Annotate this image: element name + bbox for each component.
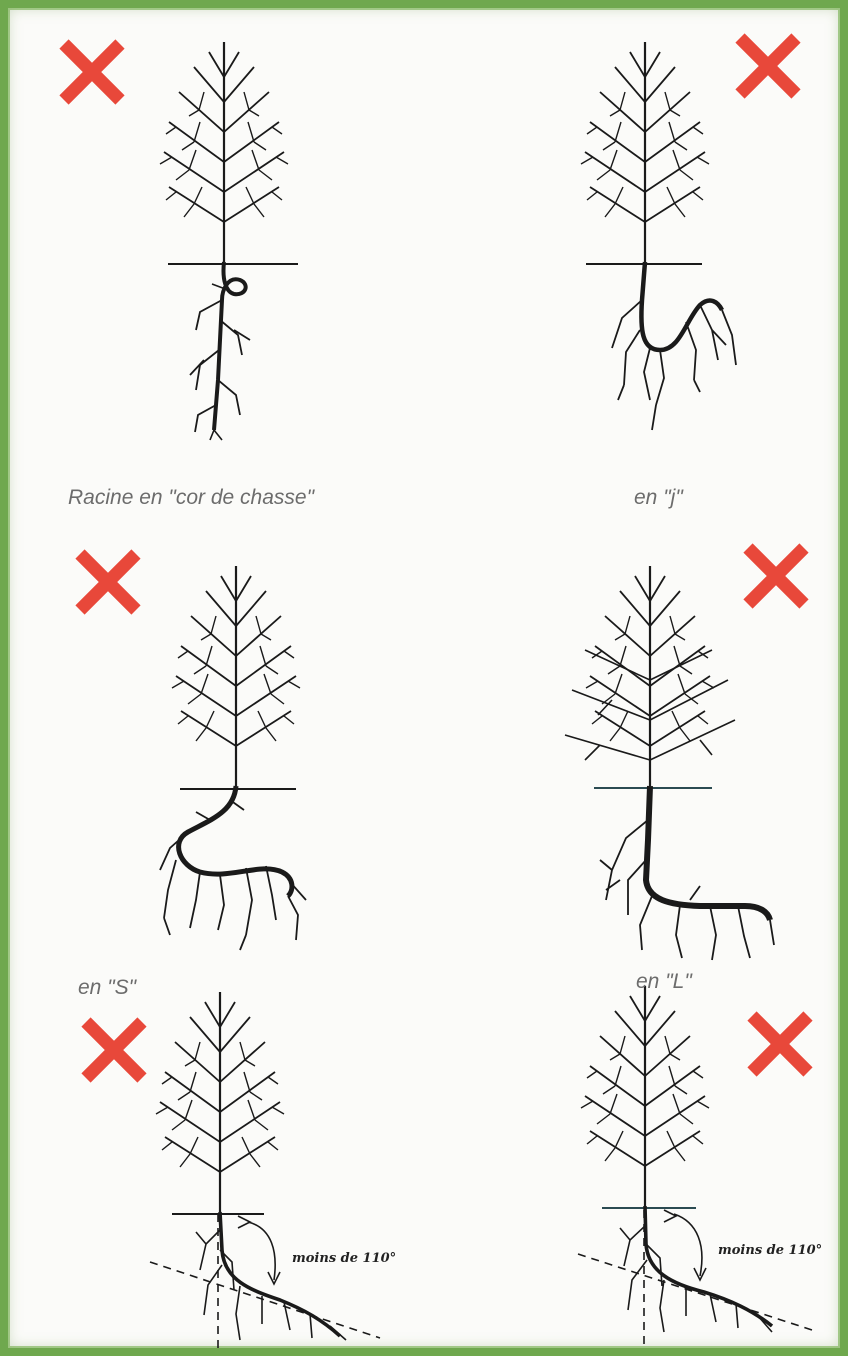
cross-icon: [740, 38, 796, 94]
tree-crown: [586, 566, 714, 786]
root-system: [160, 786, 306, 950]
panel-angle-left: moins de 110°: [86, 992, 396, 1350]
tree-crown: [581, 986, 709, 1206]
caption-l: en "L": [636, 970, 692, 994]
panel-j: [581, 38, 796, 430]
root-axis: [578, 1254, 812, 1330]
tree-crown: [172, 566, 300, 786]
angle-arc: [248, 1222, 275, 1280]
caption-cor-de-chasse: Racine en "cor de chasse": [68, 486, 314, 510]
cross-icon: [86, 1022, 142, 1078]
caption-j: en "j": [634, 486, 683, 510]
arrow-head: [664, 1210, 676, 1222]
caption-s: en "S": [78, 976, 136, 1000]
root-system: [612, 262, 736, 430]
tree-crown: [160, 42, 288, 262]
cross-icon: [64, 44, 120, 100]
angle-annotation: moins de 110°: [292, 1251, 396, 1266]
panel-angle-right: moins de 110°: [578, 986, 822, 1350]
tree-crown: [581, 42, 709, 262]
root-system: [190, 262, 250, 440]
angle-annotation: moins de 110°: [718, 1243, 822, 1258]
root-system: [620, 1206, 772, 1332]
panel-s: [80, 554, 306, 950]
panel-l: [565, 548, 804, 960]
cross-icon: [748, 548, 804, 604]
panel-cor-de-chasse: [64, 42, 298, 440]
tree-crown: [156, 992, 284, 1212]
angle-arc: [674, 1214, 702, 1276]
cross-icon: [752, 1016, 808, 1072]
root-system: [600, 786, 774, 960]
root-axis: [150, 1262, 380, 1338]
cross-icon: [80, 554, 136, 610]
